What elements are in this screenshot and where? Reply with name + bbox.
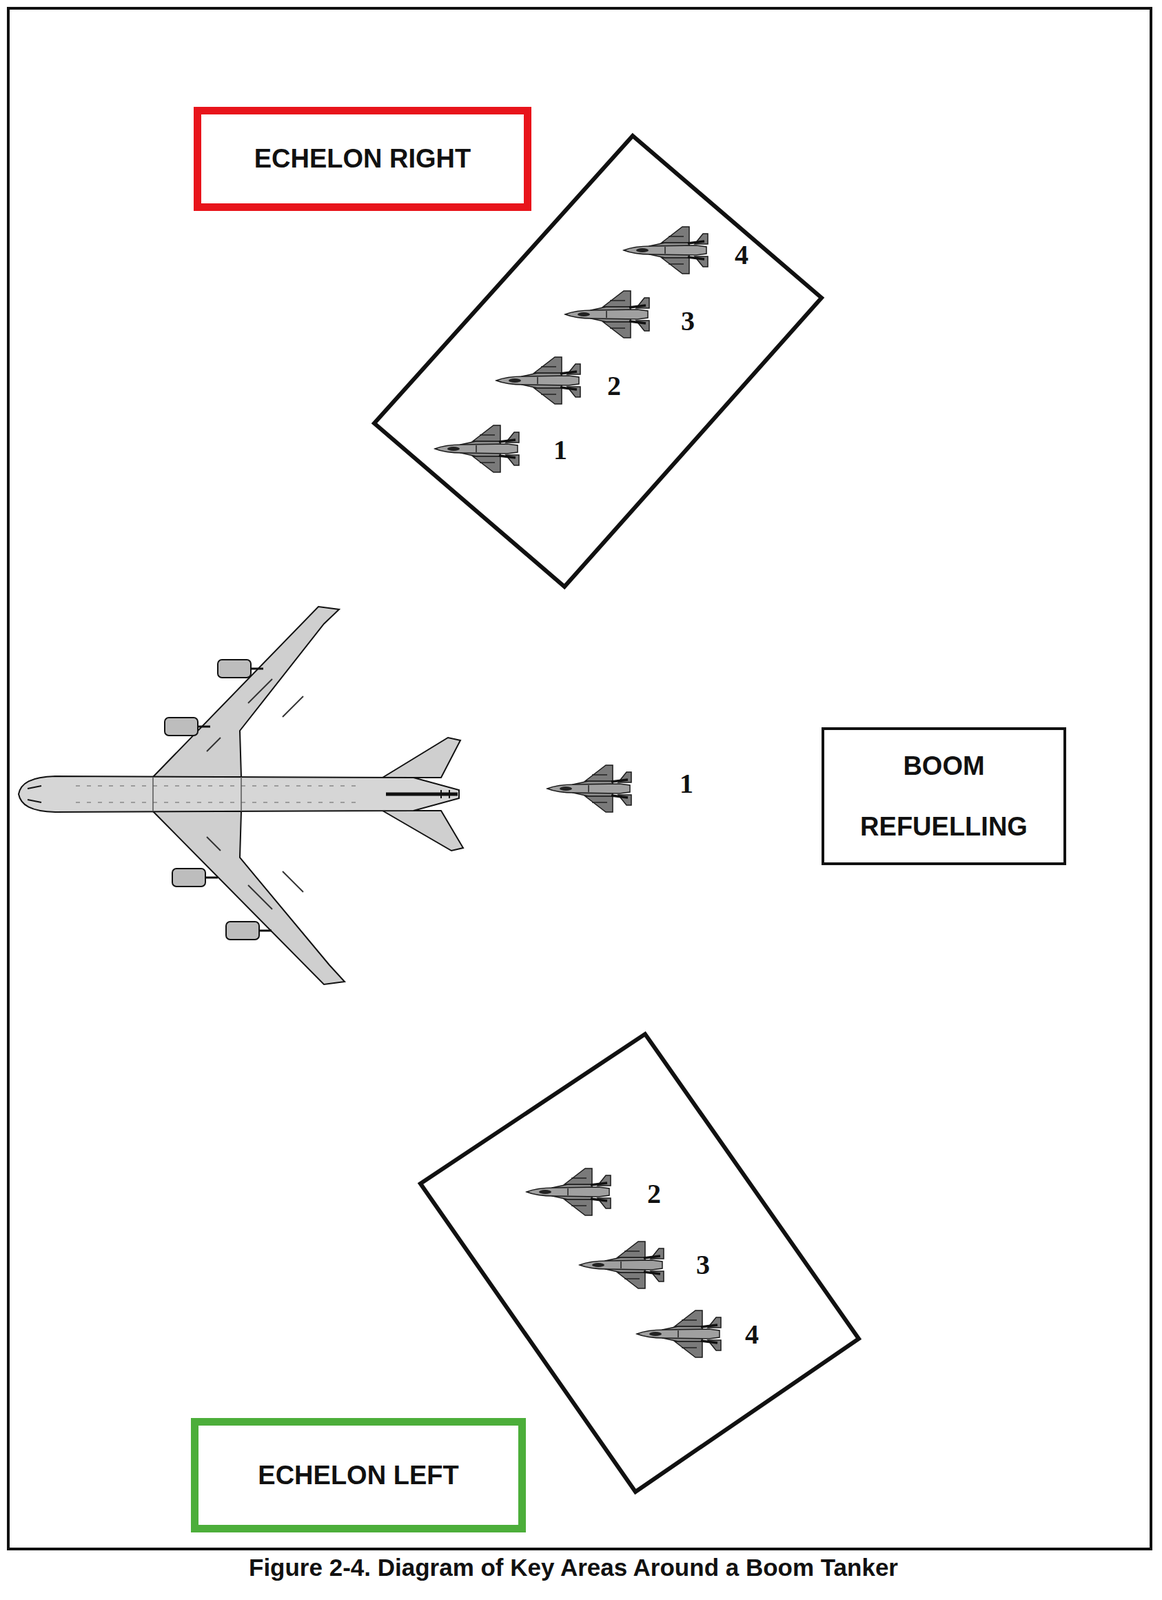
area-outline (372, 133, 825, 589)
callout-number: 1 (679, 769, 694, 798)
callout-number: 2 (647, 1179, 661, 1208)
callout-number: 2 (607, 372, 621, 400)
box-label: BOOM REFUELLING (860, 735, 1028, 857)
callout-number: 4 (734, 241, 749, 269)
callout-number: 3 (696, 1250, 710, 1279)
echelon-box: ECHELON LEFT (190, 1417, 526, 1533)
echelon-box: ECHELON RIGHT (193, 106, 532, 211)
callout-number: 1 (553, 436, 568, 464)
receiver-jets (434, 226, 721, 1358)
figure-caption: Figure 2-4. Diagram of Key Areas Around … (248, 1553, 899, 1582)
box-label: ECHELON RIGHT (254, 144, 472, 174)
callout-number: 3 (680, 307, 695, 335)
formation-area: 4 3 2 1 (372, 133, 825, 589)
box-label: ECHELON LEFT (257, 1460, 459, 1491)
figure-border (8, 8, 1151, 1549)
area-outline (374, 135, 822, 587)
boom-box: BOOM REFUELLING (821, 727, 1067, 865)
callout-number: 4 (745, 1320, 759, 1349)
tanker-aircraft (18, 606, 464, 985)
